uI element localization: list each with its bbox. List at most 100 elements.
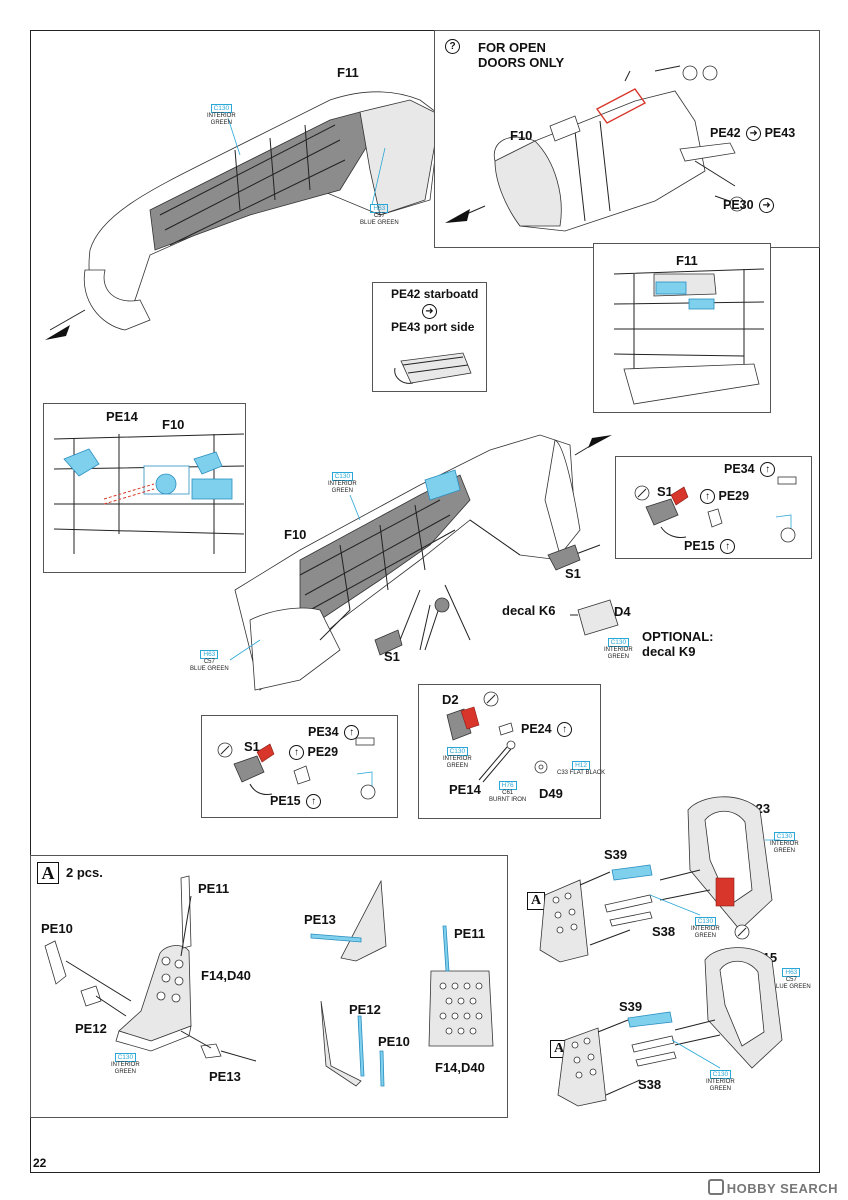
pe15-label: PE15 ↑ [684, 538, 736, 555]
pe13b-label: PE13 [304, 912, 336, 927]
pe10b-label: PE10 [378, 1034, 410, 1049]
pe11-label: PE11 [198, 881, 230, 896]
seat-badge-a: A [37, 862, 59, 884]
paint-name: BLUE GREEN [772, 984, 811, 990]
pe34-text: PE34 [308, 725, 339, 739]
pe34-label: PE34 ↑ [308, 724, 360, 741]
f11-detail-panel: F11 [593, 243, 771, 413]
page-number: 22 [33, 1156, 47, 1170]
pe14-paint-burnt-iron: H76 C61 BURNT IRON [489, 781, 526, 804]
paint-name: BLUE GREEN [360, 220, 399, 226]
pe29-label: ↑ PE29 [698, 488, 750, 505]
pe24-label: PE24 ↑ [521, 721, 573, 738]
paint-name: FLAT BLACK [569, 770, 606, 776]
d4-label: D4 [614, 604, 631, 619]
page-frame [30, 30, 820, 1173]
open-doors-title-1: FOR OPEN [478, 40, 546, 55]
s38-upper-label: S38 [652, 924, 676, 939]
paint-name-2: GREEN [446, 763, 468, 769]
pe15-text: PE15 [270, 794, 301, 808]
pe-side-drawing [394, 352, 472, 384]
pe14-detail-label: PE14 [106, 409, 138, 424]
pe-side-panel: PE42 starboatd ➜ PE43 port side [372, 282, 487, 392]
d4-paint-interior-green: C130 INTERIOR GREEN [604, 638, 633, 661]
pe42-pe43-label: PE42 ➜ PE43 [710, 125, 795, 142]
paint-name-2: GREEN [607, 654, 629, 660]
pe29-text: PE29 [718, 489, 750, 503]
bend-icon: ↑ [344, 725, 360, 741]
paint-code-2: C57 [373, 213, 385, 219]
paint-code-2: C57 [203, 659, 215, 665]
pe29-label: ↑ PE29 [287, 744, 338, 761]
paint-name: BLUE GREEN [190, 666, 229, 672]
f11-detail-drawing [613, 268, 765, 405]
d2-paint-interior-green: C130 INTERIOR GREEN [443, 747, 472, 770]
paint-name-2: GREEN [709, 1086, 731, 1092]
pe14-label: PE14 [449, 782, 481, 797]
paint-name-1: INTERIOR [770, 841, 799, 847]
d2-label: D2 [442, 692, 459, 707]
f14d40b-label: F14,D40 [435, 1060, 485, 1075]
s1-inset-left: PE34 ↑ S1 ↑ PE29 PE15 ↑ [201, 715, 398, 818]
pe10-label: PE10 [41, 921, 73, 936]
optional-label: OPTIONAL: [642, 629, 714, 644]
seat-paint-interior-green: C130 INTERIOR GREEN [111, 1053, 140, 1076]
s38-lower-label: S38 [638, 1077, 662, 1092]
s23-paint-interior-green: C130 INTERIOR GREEN [770, 832, 799, 855]
f14d40-label: F14,D40 [201, 968, 251, 983]
pe30-label: PE30 ➜ [723, 197, 775, 214]
paint-name-2: GREEN [331, 488, 353, 494]
optional-decal-k9-label: decal K9 [642, 644, 696, 659]
question-icon: ? [445, 39, 460, 54]
watermark-text: HOBBY SEARCH [726, 1181, 838, 1196]
f11-detail-label: F11 [676, 253, 698, 268]
main-f10-label: F10 [284, 527, 307, 542]
paint-name-1: INTERIOR [207, 113, 236, 119]
pe14-detail-panel: PE14 F10 [43, 403, 246, 573]
paint-code-2: C33 [557, 770, 569, 776]
bend-icon: ↑ [720, 539, 736, 555]
s39-upper-label: S39 [604, 847, 628, 862]
s1-inset-right-drawing [634, 476, 797, 543]
s1-label: S1 [657, 484, 673, 499]
part-f11-label: F11 [337, 65, 359, 80]
paint-name-1: INTERIOR [706, 1079, 735, 1085]
pe11b-label: PE11 [454, 926, 486, 941]
paint-name-1: INTERIOR [691, 926, 720, 932]
main-paint-interior-green: C130 INTERIOR GREEN [328, 472, 357, 495]
paint-name: BURNT IRON [489, 797, 527, 803]
paint-name-1: INTERIOR [111, 1062, 140, 1068]
paint-name-2: GREEN [210, 120, 232, 126]
pe43-port-label: PE43 port side [391, 320, 475, 334]
open-doors-drawing [445, 65, 745, 232]
d49-label: D49 [539, 786, 563, 801]
main-paint-blue-green: H63 C57 BLUE GREEN [190, 650, 229, 673]
paint-name-2: GREEN [694, 933, 716, 939]
fold-icon: ➜ [759, 198, 775, 214]
decal-k6-label: decal K6 [502, 603, 556, 618]
s1-right-label: S1 [565, 566, 581, 581]
s1-left-label: S1 [384, 649, 400, 664]
pe12b-label: PE12 [349, 1002, 381, 1017]
s1-inset-left-drawing [217, 737, 376, 800]
open-doors-title-2: DOORS ONLY [478, 55, 565, 70]
bulkhead-lower-paint-interior-green: C130 INTERIOR GREEN [706, 1070, 735, 1093]
pe34-text: PE34 [724, 462, 755, 476]
bend-icon: ↑ [289, 745, 304, 761]
s39-lower-label: S39 [619, 999, 643, 1014]
fold-icon: ➜ [746, 126, 762, 142]
pe42-starboard-label: PE42 starboatd [391, 287, 479, 301]
paint-name-1: INTERIOR [604, 647, 633, 653]
bend-icon: ↑ [306, 794, 322, 810]
d2-inset: D2 PE24 ↑ C130 INTERIOR GREEN H12 C33 FL… [418, 684, 605, 819]
pe12-label: PE12 [75, 1021, 107, 1036]
paint-name-2: GREEN [773, 848, 795, 854]
part-f10-label: F10 [510, 128, 533, 143]
paint-code-2: C61 [502, 790, 514, 796]
pe42-text: PE42 [710, 126, 741, 140]
fold-icon: ➜ [422, 304, 437, 319]
s15-paint-blue-green: H63 C57 BLUE GREEN [772, 968, 811, 991]
